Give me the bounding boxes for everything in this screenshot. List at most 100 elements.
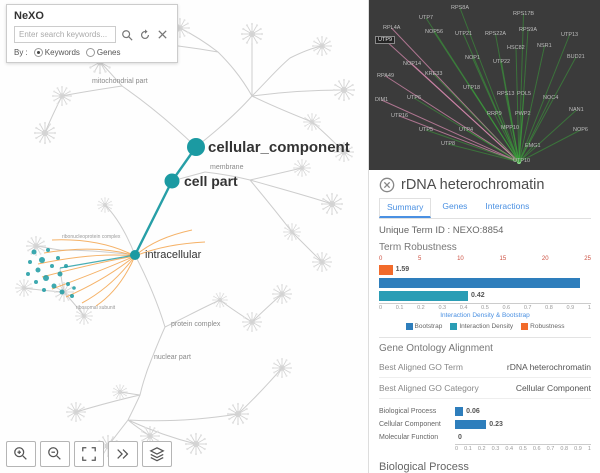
network-node-label[interactable]: UTP6 <box>407 95 422 101</box>
go-row: Best Aligned GO Category Cellular Compon… <box>379 378 591 399</box>
tree-label-protein-complex[interactable]: protein complex <box>171 321 221 328</box>
network-node-label[interactable]: RPL4A <box>383 25 401 31</box>
term-title: rDNA heterochromatin <box>401 177 545 193</box>
double-chevron-icon <box>117 449 129 459</box>
network-node-label[interactable]: DIM1 <box>375 97 389 103</box>
axis-tick: 0.6 <box>502 305 511 311</box>
legend-swatch-density <box>450 323 458 330</box>
tree-label-ribosomal-subunit[interactable]: ribosomal subunit <box>76 305 116 311</box>
network-node-label[interactable]: NSR1 <box>537 43 552 49</box>
network-node-label[interactable]: RPS17B <box>513 11 535 17</box>
selected-subtree-cluster[interactable] <box>26 248 76 298</box>
axis-tick: 1 <box>587 305 591 311</box>
axis-tick: 0.6 <box>532 446 541 452</box>
close-icon[interactable] <box>379 177 395 193</box>
go-row-label: Best Aligned GO Category <box>379 383 479 393</box>
search-icon[interactable] <box>119 27 134 42</box>
network-node-label[interactable]: UTP7 <box>419 15 434 21</box>
network-node-label[interactable]: PWP2 <box>515 111 531 117</box>
network-node-label[interactable]: UTP18 <box>463 85 481 91</box>
network-node-label[interactable]: UTP21 <box>455 31 473 37</box>
clear-icon[interactable] <box>155 27 170 42</box>
network-node-label[interactable]: NOP14 <box>403 61 422 67</box>
network-node-label[interactable]: POL5 <box>517 91 532 97</box>
network-node-label[interactable]: RPA49 <box>377 73 395 79</box>
ontology-tree-pane[interactable]: cellular_component cell part intracellul… <box>0 0 368 473</box>
details-tabs: Summary Genes Interactions <box>379 198 591 219</box>
axis-tick: 0.8 <box>545 305 553 311</box>
radio-keywords[interactable]: Keywords <box>33 48 80 57</box>
radio-keywords-dot[interactable] <box>33 48 43 57</box>
fit-to-screen-icon <box>82 447 96 461</box>
axis-tick: 1 <box>587 446 591 452</box>
network-node-label[interactable]: UTP9 <box>375 36 396 44</box>
axis-tick: 0.8 <box>560 446 569 452</box>
network-node-label[interactable]: UTP8 <box>441 141 456 147</box>
tree-label-membrane[interactable]: membrane <box>210 164 244 171</box>
axis-tick: 0.7 <box>546 446 555 452</box>
zoom-in-button[interactable] <box>6 441 36 467</box>
node-intracellular[interactable] <box>130 250 140 260</box>
network-node-label[interactable]: UTP22 <box>493 59 511 65</box>
bar-value: 1.59 <box>395 266 410 273</box>
tab-summary[interactable]: Summary <box>379 198 432 218</box>
axis-tick: 0.5 <box>481 305 489 311</box>
robustness-heading: Term Robustness <box>379 242 457 253</box>
network-node-label[interactable]: NOC4 <box>543 95 559 101</box>
bar-value: 0 <box>458 434 462 441</box>
network-node-label[interactable]: NOP56 <box>425 29 444 35</box>
axis-tick: 0.4 <box>505 446 514 452</box>
network-node-label[interactable]: BUD21 <box>567 54 585 60</box>
radio-genes-label: Genes <box>96 48 121 57</box>
tree-label-cell-part[interactable]: cell part <box>184 173 238 189</box>
node-cellular-component[interactable] <box>187 138 205 156</box>
node-cell-part[interactable] <box>164 173 180 189</box>
network-node-label[interactable]: RPS9A <box>519 27 538 33</box>
gene-network-panel[interactable]: UTP9 RPS8A RPS17B UTP7 RPL4A UTP13 NOP56… <box>369 0 600 170</box>
tab-genes[interactable]: Genes <box>442 201 468 211</box>
network-node-label[interactable]: RPS22A <box>485 31 507 37</box>
network-node-label[interactable]: NOP6 <box>573 127 588 133</box>
search-by-label: By : <box>14 48 28 57</box>
radio-genes[interactable]: Genes <box>85 48 121 57</box>
ontology-tree-canvas[interactable] <box>0 0 368 473</box>
network-node-label[interactable]: UTP5 <box>419 127 434 133</box>
network-node-label[interactable]: RPS8A <box>451 5 470 11</box>
radio-genes-dot[interactable] <box>85 48 95 57</box>
network-node-label[interactable]: MPP10 <box>501 125 520 131</box>
zoom-out-button[interactable] <box>40 441 70 467</box>
tree-label-cellular-component[interactable]: cellular_component <box>208 139 350 156</box>
axis-tick: 0.9 <box>574 446 582 452</box>
network-node-label[interactable]: UTP16 <box>391 113 409 119</box>
axis-tick: 0.3 <box>491 446 500 452</box>
tab-interactions[interactable]: Interactions <box>485 201 530 211</box>
network-node-label[interactable]: EMG1 <box>525 143 541 149</box>
network-node-label[interactable]: RPS13 <box>497 91 515 97</box>
axis-tick: 0.7 <box>523 305 532 311</box>
robustness-bar <box>379 264 393 275</box>
tree-label-mitochondrial-part[interactable]: mitochondrial part <box>92 78 148 85</box>
network-node-label[interactable]: NAN1 <box>569 107 584 113</box>
collapse-button[interactable] <box>108 441 138 467</box>
radio-keywords-label: Keywords <box>44 48 80 57</box>
network-node-label[interactable]: HSC82 <box>507 45 525 51</box>
legend-label: Robustness <box>530 323 565 330</box>
tree-label-intracellular[interactable]: intracellular <box>145 249 202 261</box>
robustness-chart: 0 5 10 15 20 25 1.59 0.42 <box>379 256 591 330</box>
network-node-label[interactable]: UTP13 <box>561 32 579 38</box>
layers-icon <box>149 447 165 462</box>
category-label: Cellular Component <box>379 421 441 428</box>
layers-button[interactable] <box>142 441 172 467</box>
search-input[interactable] <box>14 26 116 43</box>
tree-label-rnp-complex[interactable]: ribonucleoprotein complex <box>62 234 121 240</box>
network-node-label[interactable]: KRE33 <box>425 71 443 77</box>
network-node-label[interactable]: UTP4 <box>459 127 474 133</box>
bar-value: 0.23 <box>489 421 503 428</box>
network-node-label[interactable]: NOP1 <box>465 55 480 61</box>
network-node-label[interactable]: UTP10 <box>513 158 531 164</box>
fit-to-screen-button[interactable] <box>74 441 104 467</box>
app-title: NeXO <box>14 10 44 22</box>
network-node-label[interactable]: RRP9 <box>487 111 502 117</box>
refresh-icon[interactable] <box>137 27 152 42</box>
tree-label-nuclear-part[interactable]: nuclear part <box>154 354 191 361</box>
